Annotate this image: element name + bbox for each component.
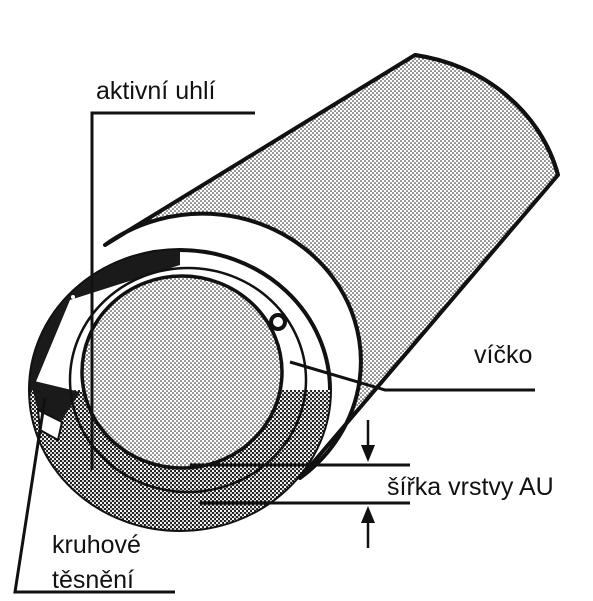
face-hole [271, 315, 285, 329]
dim-arrow-bottom-head [361, 506, 375, 523]
speckle [153, 242, 157, 246]
cap-disc [82, 276, 282, 468]
label-seal-line2: těsnění [52, 566, 134, 594]
label-seal-line1: kruhové [52, 531, 141, 559]
label-layer-width: šířka vrstvy AU [387, 473, 554, 501]
label-activated-carbon: aktivní uhlí [96, 77, 216, 105]
speckle [118, 252, 120, 254]
speckle [71, 295, 75, 299]
label-cap: víčko [474, 341, 532, 369]
dim-arrow-top-head [361, 445, 375, 462]
speckle [59, 344, 61, 346]
speckle [77, 302, 80, 305]
